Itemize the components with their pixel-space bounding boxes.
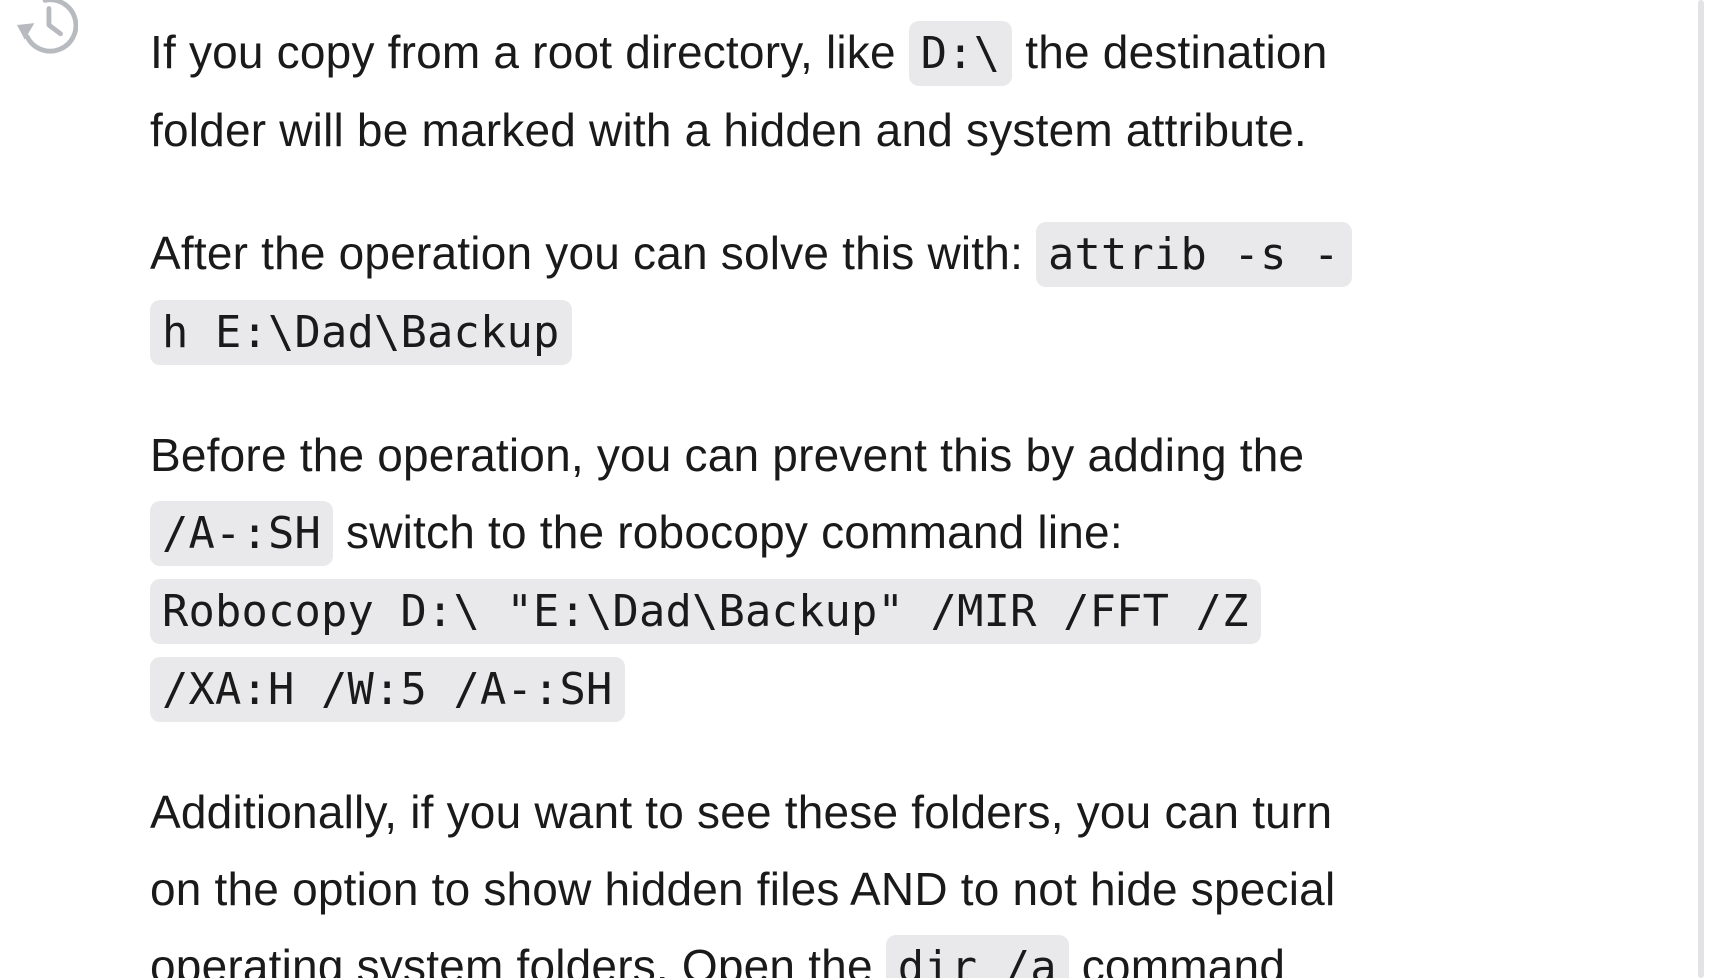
history-clock-icon [16, 0, 78, 57]
text-run: Before the operation, you can prevent th… [150, 429, 1305, 481]
text-run: If you copy from a root directory, like [150, 26, 909, 78]
inline-code: D:\ [908, 21, 1013, 86]
text-run: Additionally, if you want to see these f… [150, 786, 1336, 978]
text-run: After the operation you can solve this w… [150, 227, 1037, 279]
text-run: the destination folder will be marked wi… [150, 26, 1328, 156]
inline-code: Robocopy D:\ "E:\Dad\Backup" /MIR /FFT /… [150, 579, 1261, 722]
paragraph: After the operation you can solve this w… [150, 215, 1588, 371]
text-run: switch to the robocopy command line: [345, 506, 1123, 558]
scrollbar[interactable] [1698, 0, 1704, 978]
history-button[interactable] [16, 0, 78, 58]
paragraph: Before the operation, you can prevent th… [150, 417, 1588, 728]
paragraph: Additionally, if you want to see these f… [150, 774, 1588, 978]
inline-code: /A-:SH [150, 501, 334, 566]
article: If you copy from a root directory, like … [150, 14, 1588, 978]
paragraph: If you copy from a root directory, like … [150, 14, 1588, 169]
text-run: command [1068, 940, 1286, 978]
inline-code: dir /a [885, 935, 1069, 978]
